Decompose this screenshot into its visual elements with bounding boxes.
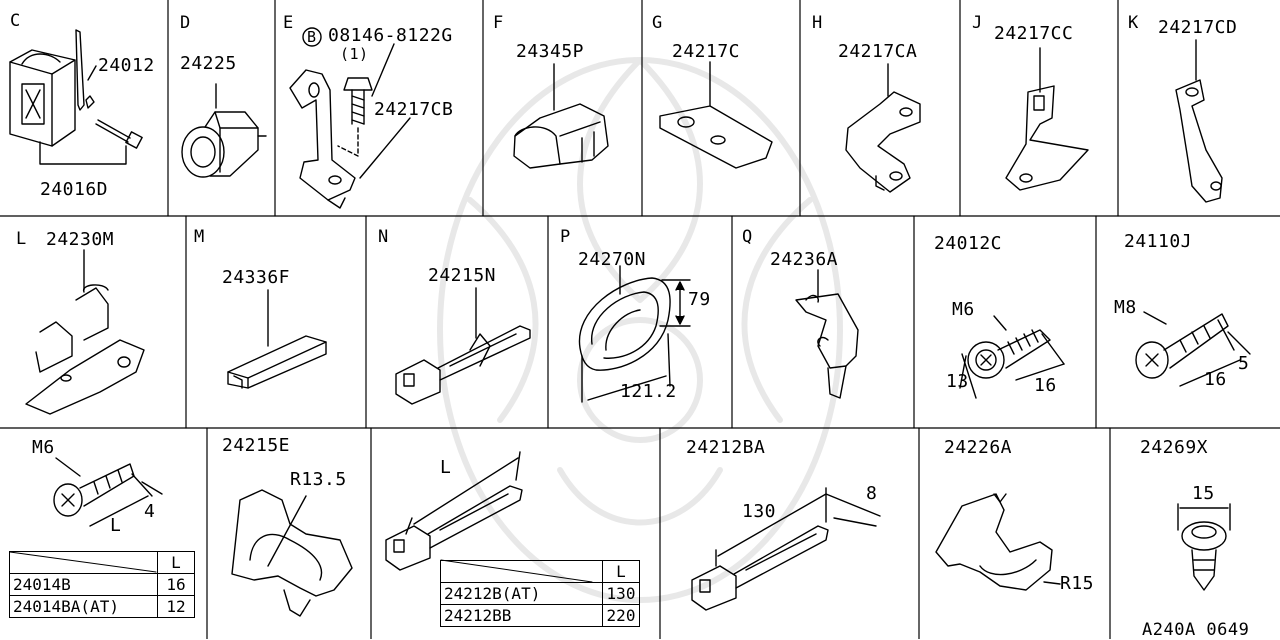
cell-n-letter: N [378, 227, 389, 247]
dimension-15: 15 [1192, 483, 1215, 504]
diagram-code: A240A 0649 [1142, 620, 1250, 640]
part-24217c-label: 24217C [672, 41, 741, 62]
part-24212ba-label: 24212BA [686, 437, 766, 458]
thread-m6-label-b: M6 [32, 437, 55, 458]
cell-j-letter: J [972, 13, 983, 33]
part-24217ca-label: 24217CA [838, 41, 918, 62]
cell-g-letter: G [652, 13, 663, 33]
part-24215n-label: 24215N [428, 265, 497, 286]
part-24269x-label: 24269X [1140, 437, 1209, 458]
part-24345p-label: 24345P [516, 41, 585, 62]
part-q-drawing [795, 269, 859, 399]
dimension-8: 8 [866, 483, 878, 504]
dimension-l-b: L [440, 457, 452, 478]
part-24215e-drawing [231, 489, 353, 617]
cell-l-letter: L [16, 229, 27, 249]
table-cell-part: 24014B [9, 573, 158, 596]
part-24014b-drawing [53, 457, 163, 527]
part-24217cc-label: 24217CC [994, 23, 1074, 44]
part-24110j-label: 24110J [1124, 231, 1193, 252]
part-k-drawing [1175, 39, 1223, 203]
part-24012c-label: 24012C [934, 233, 1003, 254]
part-p-drawing [578, 265, 691, 403]
table-row: 24212B(AT) 130 [440, 582, 640, 605]
dimension-13: 13 [946, 371, 969, 392]
table-header-l: L [602, 560, 640, 583]
part-24016d-label: 24016D [40, 179, 109, 200]
part-24217cd-label: 24217CD [1158, 17, 1238, 38]
part-24225-label: 24225 [180, 53, 237, 74]
table-header-blank [9, 551, 158, 574]
dimension-l: L [110, 515, 122, 536]
dimension-r13-5: R13.5 [290, 469, 347, 490]
table-header-blank [440, 560, 603, 583]
length-table-24212: L 24212B(AT) 130 24212BB 220 [440, 560, 640, 627]
thread-m6-label: M6 [952, 299, 975, 320]
table-row: 24014B 16 [9, 573, 195, 596]
part-24212b-drawing [385, 451, 523, 571]
dimension-5: 5 [1238, 353, 1250, 374]
part-24110j-drawing [1135, 311, 1251, 387]
cell-d-letter: D [180, 13, 191, 33]
part-24269x-drawing [1177, 503, 1231, 591]
table-header-l: L [157, 551, 195, 574]
table-cell-length: 220 [602, 604, 640, 627]
part-c-drawing [9, 29, 143, 165]
length-table-24014: L 24014B 16 24014BA(AT) 12 [9, 551, 195, 618]
table-cell-part: 24014BA(AT) [9, 595, 158, 618]
part-24226a-drawing [935, 493, 1061, 591]
table-header-row: L [9, 551, 195, 574]
part-24215e-label: 24215E [222, 435, 291, 456]
part-f-drawing [513, 63, 609, 169]
part-m-drawing [227, 289, 327, 389]
dimension-121-2: 121.2 [620, 381, 677, 402]
table-row: 24212BB 220 [440, 604, 640, 627]
cell-h-letter: H [812, 13, 823, 33]
dimension-130: 130 [742, 501, 777, 522]
part-24336f-label: 24336F [222, 267, 291, 288]
part-j-drawing [1005, 47, 1089, 191]
cell-m-letter: M [194, 227, 205, 247]
part-e-drawing [289, 27, 411, 209]
part-24270n-label: 24270N [578, 249, 647, 270]
cell-q-letter: Q [742, 227, 753, 247]
bolt-symbol-b: B [307, 28, 317, 46]
watermark-emblem [437, 57, 843, 603]
part-08146-8122g-label: 08146-8122G [328, 25, 453, 46]
table-cell-part: 24212B(AT) [440, 582, 603, 605]
cell-c-letter: C [10, 11, 21, 31]
part-g-drawing [659, 61, 773, 169]
part-l-drawing [25, 249, 145, 415]
table-row: 24014BA(AT) 12 [9, 595, 195, 618]
cell-e-letter: E [283, 13, 294, 33]
table-cell-length: 130 [602, 582, 640, 605]
part-24212ba-drawing [691, 487, 881, 611]
table-header-row: L [440, 560, 640, 583]
bolt-quantity: (1) [340, 45, 369, 63]
table-cell-length: 12 [157, 595, 195, 618]
dimension-4: 4 [144, 501, 156, 522]
thread-m8-label: M8 [1114, 297, 1137, 318]
dimension-16: 16 [1034, 375, 1057, 396]
dimension-r15: R15 [1060, 573, 1095, 594]
part-24236a-label: 24236A [770, 249, 839, 270]
dimension-16-b: 16 [1204, 369, 1227, 390]
table-cell-length: 16 [157, 573, 195, 596]
part-24217cb-label: 24217CB [374, 99, 454, 120]
cell-p-letter: P [560, 227, 571, 247]
part-24012-label: 24012 [98, 55, 155, 76]
part-h-drawing [845, 63, 921, 193]
cell-f-letter: F [493, 13, 504, 33]
dimension-79: 79 [688, 289, 711, 310]
part-n-drawing [395, 287, 531, 405]
part-d-drawing [181, 83, 267, 178]
part-24012c-drawing [959, 315, 1065, 399]
part-24230m-label: 24230M [46, 229, 115, 250]
part-24226a-label: 24226A [944, 437, 1013, 458]
cell-k-letter: K [1128, 13, 1139, 33]
table-cell-part: 24212BB [440, 604, 603, 627]
